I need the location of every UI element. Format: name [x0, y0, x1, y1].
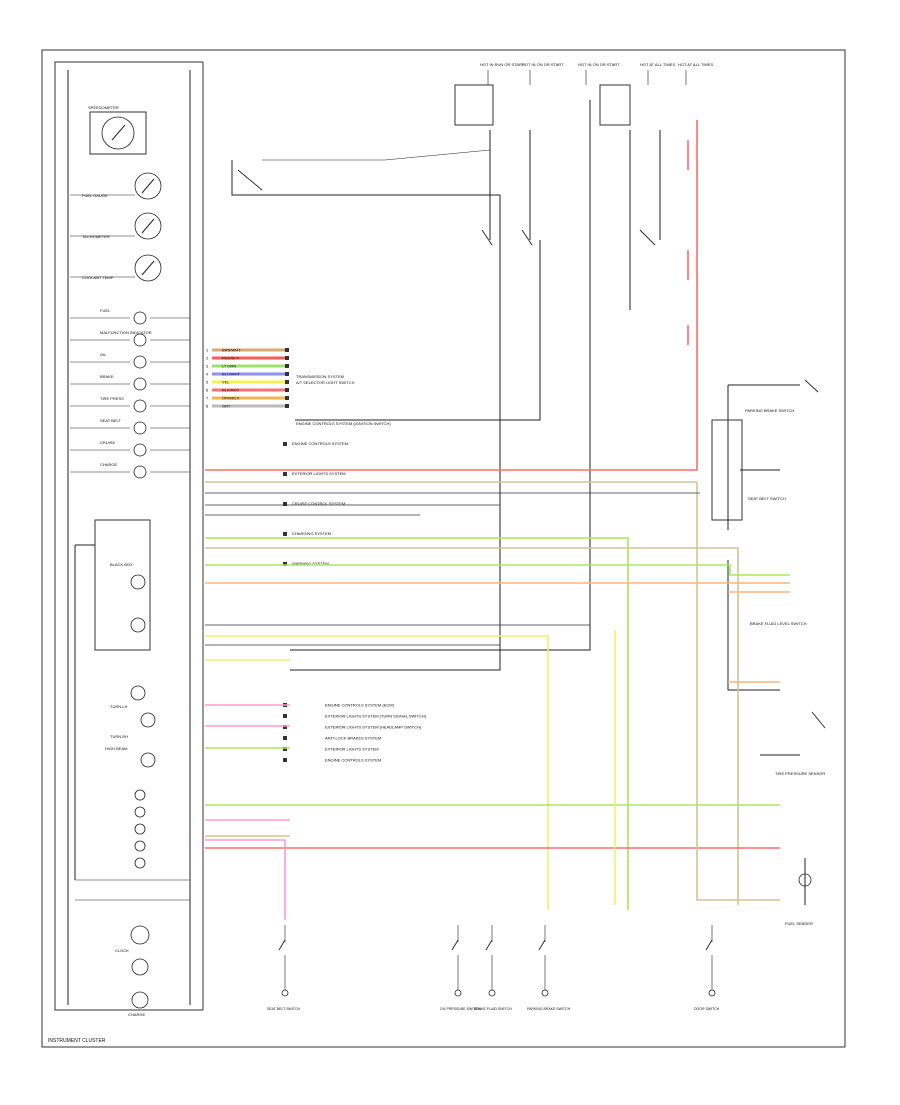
c1-pin-3: 3 [206, 364, 209, 369]
c1-wire-color-3: LT GRN [222, 364, 236, 369]
warning-lamp-4 [133, 377, 147, 391]
gauge-tachometer: TACHOMETER [70, 212, 162, 240]
warning-lamp-label-3: OIL [100, 352, 107, 357]
c2-note-5: WARNING SYSTEM [292, 561, 329, 566]
clock-label: CLOCK [115, 948, 129, 953]
c3-note-3: EXTERIOR LIGHTS SYSTEM (HEADLAMP SWITCH) [325, 725, 422, 730]
warning-lamp-label-2: MALFUNCTION INDICATOR [100, 330, 152, 335]
c1-pin-6: 6 [206, 388, 209, 393]
c1-wire-color-1: BRN/WHT [222, 348, 241, 353]
c3-note-2: EXTERIOR LIGHTS SYSTEM (TURN SIGNAL SWIT… [325, 714, 427, 719]
c2-note-1: ENGINE CONTROLS SYSTEM [292, 441, 348, 446]
c1-note-c: ENGINE CONTROLS SYSTEM (IGNITION SWITCH) [296, 421, 391, 426]
c1-pin-2: 2 [206, 356, 209, 361]
diagram-border [41, 49, 846, 1048]
c1-note-a: TRANSMISSION SYSTEM [296, 374, 344, 379]
warning-lamp-3 [133, 355, 147, 369]
warning-lamp-label-6: SEAT BELT [100, 418, 121, 423]
turn-rh-label: TURN RH [110, 734, 128, 739]
gauge-coolant-temp: COOLANT TEMP [70, 254, 162, 282]
power-source-1: HOT IN RUN OR START [480, 62, 525, 67]
bottom-switch-label-5: DOOR SWITCH [694, 1007, 720, 1011]
power-source-3: HOT IN ON OR START [578, 62, 620, 67]
c1-pin-5: 5 [206, 380, 209, 385]
c1-pin-8: 8 [206, 404, 209, 409]
warning-lamp-2 [133, 333, 147, 347]
c3-note-1: ENGINE CONTROLS SYSTEM (ECM) [325, 703, 395, 708]
tire-sensor-label: TIRE PRESSURE SENSOR [775, 771, 825, 776]
power-source-2: HOT IN ON OR START [522, 62, 564, 67]
wire-green-1 [205, 537, 629, 910]
c1-note-b: A/T SELECTOR LIGHT SWITCH [296, 380, 355, 385]
connector-c1: 1 BRN/WHT 2 RED/BLK 3 LT GRN 4 BLU/WHT 5 YEL 6 BLK/… [206, 348, 289, 409]
gauge-fuel-label: FUEL GAUGE [82, 193, 108, 198]
connector-c2: ENGINE CONTROLS SYSTEM EXTERIOR LIGHTS SY… [283, 441, 348, 566]
instrument-cluster-title: INSTRUMENT CLUSTER [48, 1038, 106, 1044]
warning-lamp-label-4: BRAKE [100, 374, 114, 379]
wire-yellow-1 [205, 635, 549, 910]
c2-note-2: EXTERIOR LIGHTS SYSTEM [292, 471, 346, 476]
c1-pin-7: 7 [206, 396, 209, 401]
warning-lamp-label-7: CRUISE [100, 440, 115, 445]
cluster-module-label: BLACK BOX [110, 562, 133, 567]
parking-brake-label: PARKING BRAKE SWITCH [745, 408, 794, 413]
bottom-switch-label-2: OIL PRESSURE SWITCH [440, 1007, 481, 1011]
high-beam-label: HIGH BEAM [105, 746, 127, 751]
c3-note-6: ENGINE CONTROLS SYSTEM [325, 758, 381, 763]
right-components: PARKING BRAKE SWITCH SEAT BELT SWITCH BR… [711, 379, 826, 926]
connector-c3: ENGINE CONTROLS SYSTEM (ECM) EXTERIOR LIG… [283, 703, 427, 763]
c1-wire-color-8: GRY [222, 404, 231, 409]
bottom-switch-label-4: PARKING BRAKE SWITCH [527, 1007, 571, 1011]
c3-note-5: EXTERIOR LIGHTS SYSTEM [325, 747, 379, 752]
warning-lamp-label-8: CHARGE [100, 462, 117, 467]
gauge-speedometer-label: SPEEDOMETER [88, 105, 119, 110]
c1-wire-color-7: ORN/BLK [222, 396, 240, 401]
gauge-fuel: FUEL GAUGE [70, 172, 162, 200]
warning-lamp-label-5: TIRE PRESS [100, 396, 124, 401]
warning-lamps: FUEL MALFUNCTION INDICATOR OIL BRAKE TIRE PR… [70, 308, 190, 479]
c2-note-3: CRUISE CONTROL SYSTEM [292, 501, 345, 506]
gauge-tachometer-label: TACHOMETER [82, 234, 110, 239]
wire-green-2 [205, 564, 790, 576]
colored-wires [205, 120, 790, 920]
c1-wire-color-6: BLK/RED [222, 388, 239, 393]
c3-note-4: ANTI-LOCK BRAKES SYSTEM [325, 736, 381, 741]
wire-red-1 [205, 120, 698, 471]
c2-note-4: CHARGING SYSTEM [292, 531, 331, 536]
wire-tan-2 [205, 547, 739, 905]
bottom-switch-label-1: SEAT BELT SWITCH [267, 1007, 300, 1011]
gauge-speedometer: SPEEDOMETER [88, 105, 147, 155]
c1-wire-color-4: BLU/WHT [222, 372, 241, 377]
fuel-sender-label: FUEL SENDER [785, 921, 813, 926]
warning-lamp-8 [133, 465, 147, 479]
warning-lamp-6 [133, 421, 147, 435]
bottom-switches: SEAT BELT SWITCH OIL PRESSURE SWITCHBRAKE… [267, 925, 720, 1011]
c1-pin-1: 1 [206, 348, 209, 353]
warning-lamp-5 [133, 399, 147, 413]
warning-lamp-7 [133, 443, 147, 457]
seatbelt-label: SEAT BELT SWITCH [748, 496, 786, 501]
ignition-switch-area [231, 84, 661, 671]
bottom-lamp-label: CHARGE [128, 1012, 145, 1017]
wire-pink-4 [205, 839, 286, 920]
power-source-4: HOT AT ALL TIMES [640, 62, 675, 67]
brake-fluid-label: BRAKE FLUID LEVEL SWITCH [750, 621, 807, 626]
warning-lamp-label-1: FUEL [100, 308, 111, 313]
gauge-coolant-temp-label: COOLANT TEMP [82, 275, 114, 280]
turn-lh-label: TURN LH [110, 704, 127, 709]
c1-wire-color-5: YEL [222, 380, 230, 385]
wire-tan-4 [696, 482, 780, 901]
c1-pin-4: 4 [206, 372, 209, 377]
cluster-module: BLACK BOX [94, 519, 151, 651]
bottom-switch-label-3: BRAKE FLUID SWITCH [474, 1007, 512, 1011]
power-source-5: HOT AT ALL TIMES [678, 62, 713, 67]
lower-lamps: TURN LH TURN RH HIGH BEAM CLOCK CHARGE [105, 685, 156, 1017]
instrument-cluster-box [54, 61, 204, 1011]
warning-lamp-1 [133, 311, 147, 325]
c1-wire-color-2: RED/BLK [222, 356, 239, 361]
